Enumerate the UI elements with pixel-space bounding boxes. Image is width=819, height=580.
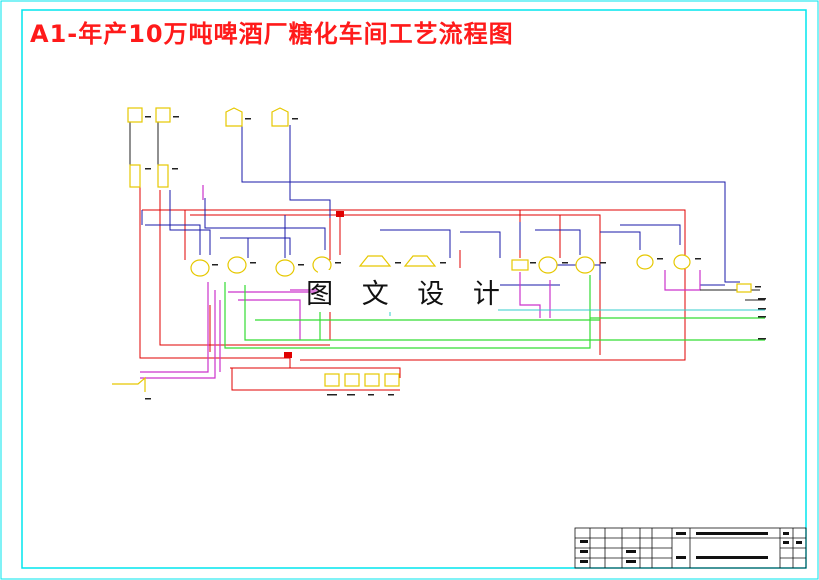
malt-hopper-2 [155, 107, 171, 123]
cooker-1 [190, 259, 210, 277]
tank-row-3 [364, 373, 380, 387]
equipment-tags [145, 116, 766, 400]
malt-hopper-1 [127, 107, 143, 123]
silo-2 [271, 107, 289, 127]
drawing-title: A1-年产10万吨啤酒厂糖化车间工艺流程图 [30, 20, 514, 48]
whirlpool-2 [673, 254, 691, 270]
cooker-2 [227, 256, 247, 274]
boiler-2 [575, 256, 595, 274]
watermark-text: 图 文 设 计 [306, 270, 500, 312]
pump [112, 376, 146, 392]
tank-row-4 [384, 373, 400, 387]
lauter-tun-1 [358, 255, 392, 267]
valve-markers [284, 211, 344, 358]
blue-pipelines [141, 125, 740, 286]
boiler-1 [538, 256, 558, 274]
rice-hopper-1 [129, 164, 141, 188]
magenta-pipelines [140, 185, 701, 379]
equipment-group [112, 107, 752, 392]
lauter-tun-2 [403, 255, 437, 267]
green-pipelines [224, 275, 765, 349]
title-block [574, 527, 807, 569]
rice-hopper-2 [157, 164, 169, 188]
tank-row-1 [324, 373, 340, 387]
whirlpool-1 [636, 254, 654, 270]
holding-tank [511, 259, 529, 271]
cooler [736, 283, 752, 293]
inner-border [21, 9, 807, 569]
silo-1 [225, 107, 243, 127]
mash-tun-1 [275, 259, 295, 277]
title-block-fills [580, 532, 802, 563]
tank-row-2 [344, 373, 360, 387]
